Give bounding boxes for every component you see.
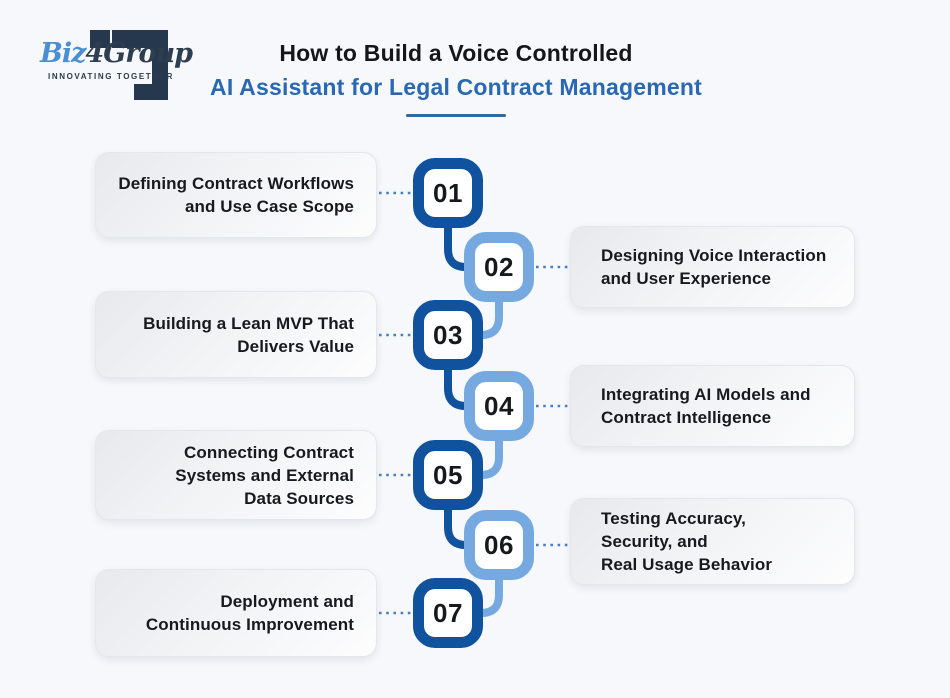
step-number-7: 07 <box>433 597 463 628</box>
title-line-2: AI Assistant for Legal Contract Manageme… <box>210 74 702 100</box>
curve-05-06 <box>444 502 470 549</box>
step-card-4: Integrating AI Models and Contract Intel… <box>570 365 855 447</box>
step-number-1: 01 <box>433 177 463 208</box>
title-underline <box>406 114 506 117</box>
logo-word-biz: Biz <box>40 38 86 69</box>
step-card-1: Defining Contract Workflows and Use Case… <box>95 152 377 238</box>
curve-06-07 <box>477 573 503 617</box>
step-label-6: Testing Accuracy, Security, and Real Usa… <box>601 509 773 574</box>
page-title: How to Build a Voice Controlled AI Assis… <box>106 36 806 117</box>
step-number-3: 03 <box>433 319 463 350</box>
curve-02-03 <box>477 296 503 339</box>
step-badge-6: 06 <box>464 510 534 580</box>
step-card-3: Building a Lean MVP That Delivers Value <box>95 291 377 378</box>
step-label-3: Building a Lean MVP That Delivers Value <box>143 313 354 356</box>
step-badge-5: 05 <box>413 440 483 510</box>
step-card-2: Designing Voice Interaction and User Exp… <box>570 226 855 308</box>
step-label-1: Defining Contract Workflows and Use Case… <box>118 174 354 216</box>
curve-03-04 <box>444 362 470 410</box>
step-number-4: 04 <box>484 390 514 421</box>
step-number-5: 05 <box>433 459 463 490</box>
title-line-1: How to Build a Voice Controlled <box>279 40 633 66</box>
step-badge-1: 01 <box>413 158 483 228</box>
step-card-6: Testing Accuracy, Security, and Real Usa… <box>570 498 855 585</box>
step-label-4: Integrating AI Models and Contract Intel… <box>601 385 811 427</box>
step-number-2: 02 <box>484 251 514 282</box>
step-badge-3: 03 <box>413 300 483 370</box>
step-badge-7: 07 <box>413 578 483 648</box>
curve-04-05 <box>477 435 503 479</box>
step-card-7: Deployment and Continuous Improvement <box>95 569 377 657</box>
logo-wordmark: Biz4Group <box>40 38 193 69</box>
biz4group-logo: Biz4Group INNOVATING TOGETHER <box>22 14 193 114</box>
step-label-5: Connecting Contract Systems and External… <box>175 442 354 508</box>
logo-word-group: 4Group <box>85 38 193 69</box>
curve-01-02 <box>444 220 470 271</box>
step-card-5: Connecting Contract Systems and External… <box>95 430 377 520</box>
step-badge-2: 02 <box>464 232 534 302</box>
logo-tagline: INNOVATING TOGETHER <box>48 72 174 81</box>
step-number-6: 06 <box>484 529 514 560</box>
step-label-7: Deployment and Continuous Improvement <box>145 592 354 634</box>
step-label-2: Designing Voice Interaction and User Exp… <box>601 246 827 288</box>
step-badge-4: 04 <box>464 371 534 441</box>
logo-bracket-icon <box>90 30 168 100</box>
